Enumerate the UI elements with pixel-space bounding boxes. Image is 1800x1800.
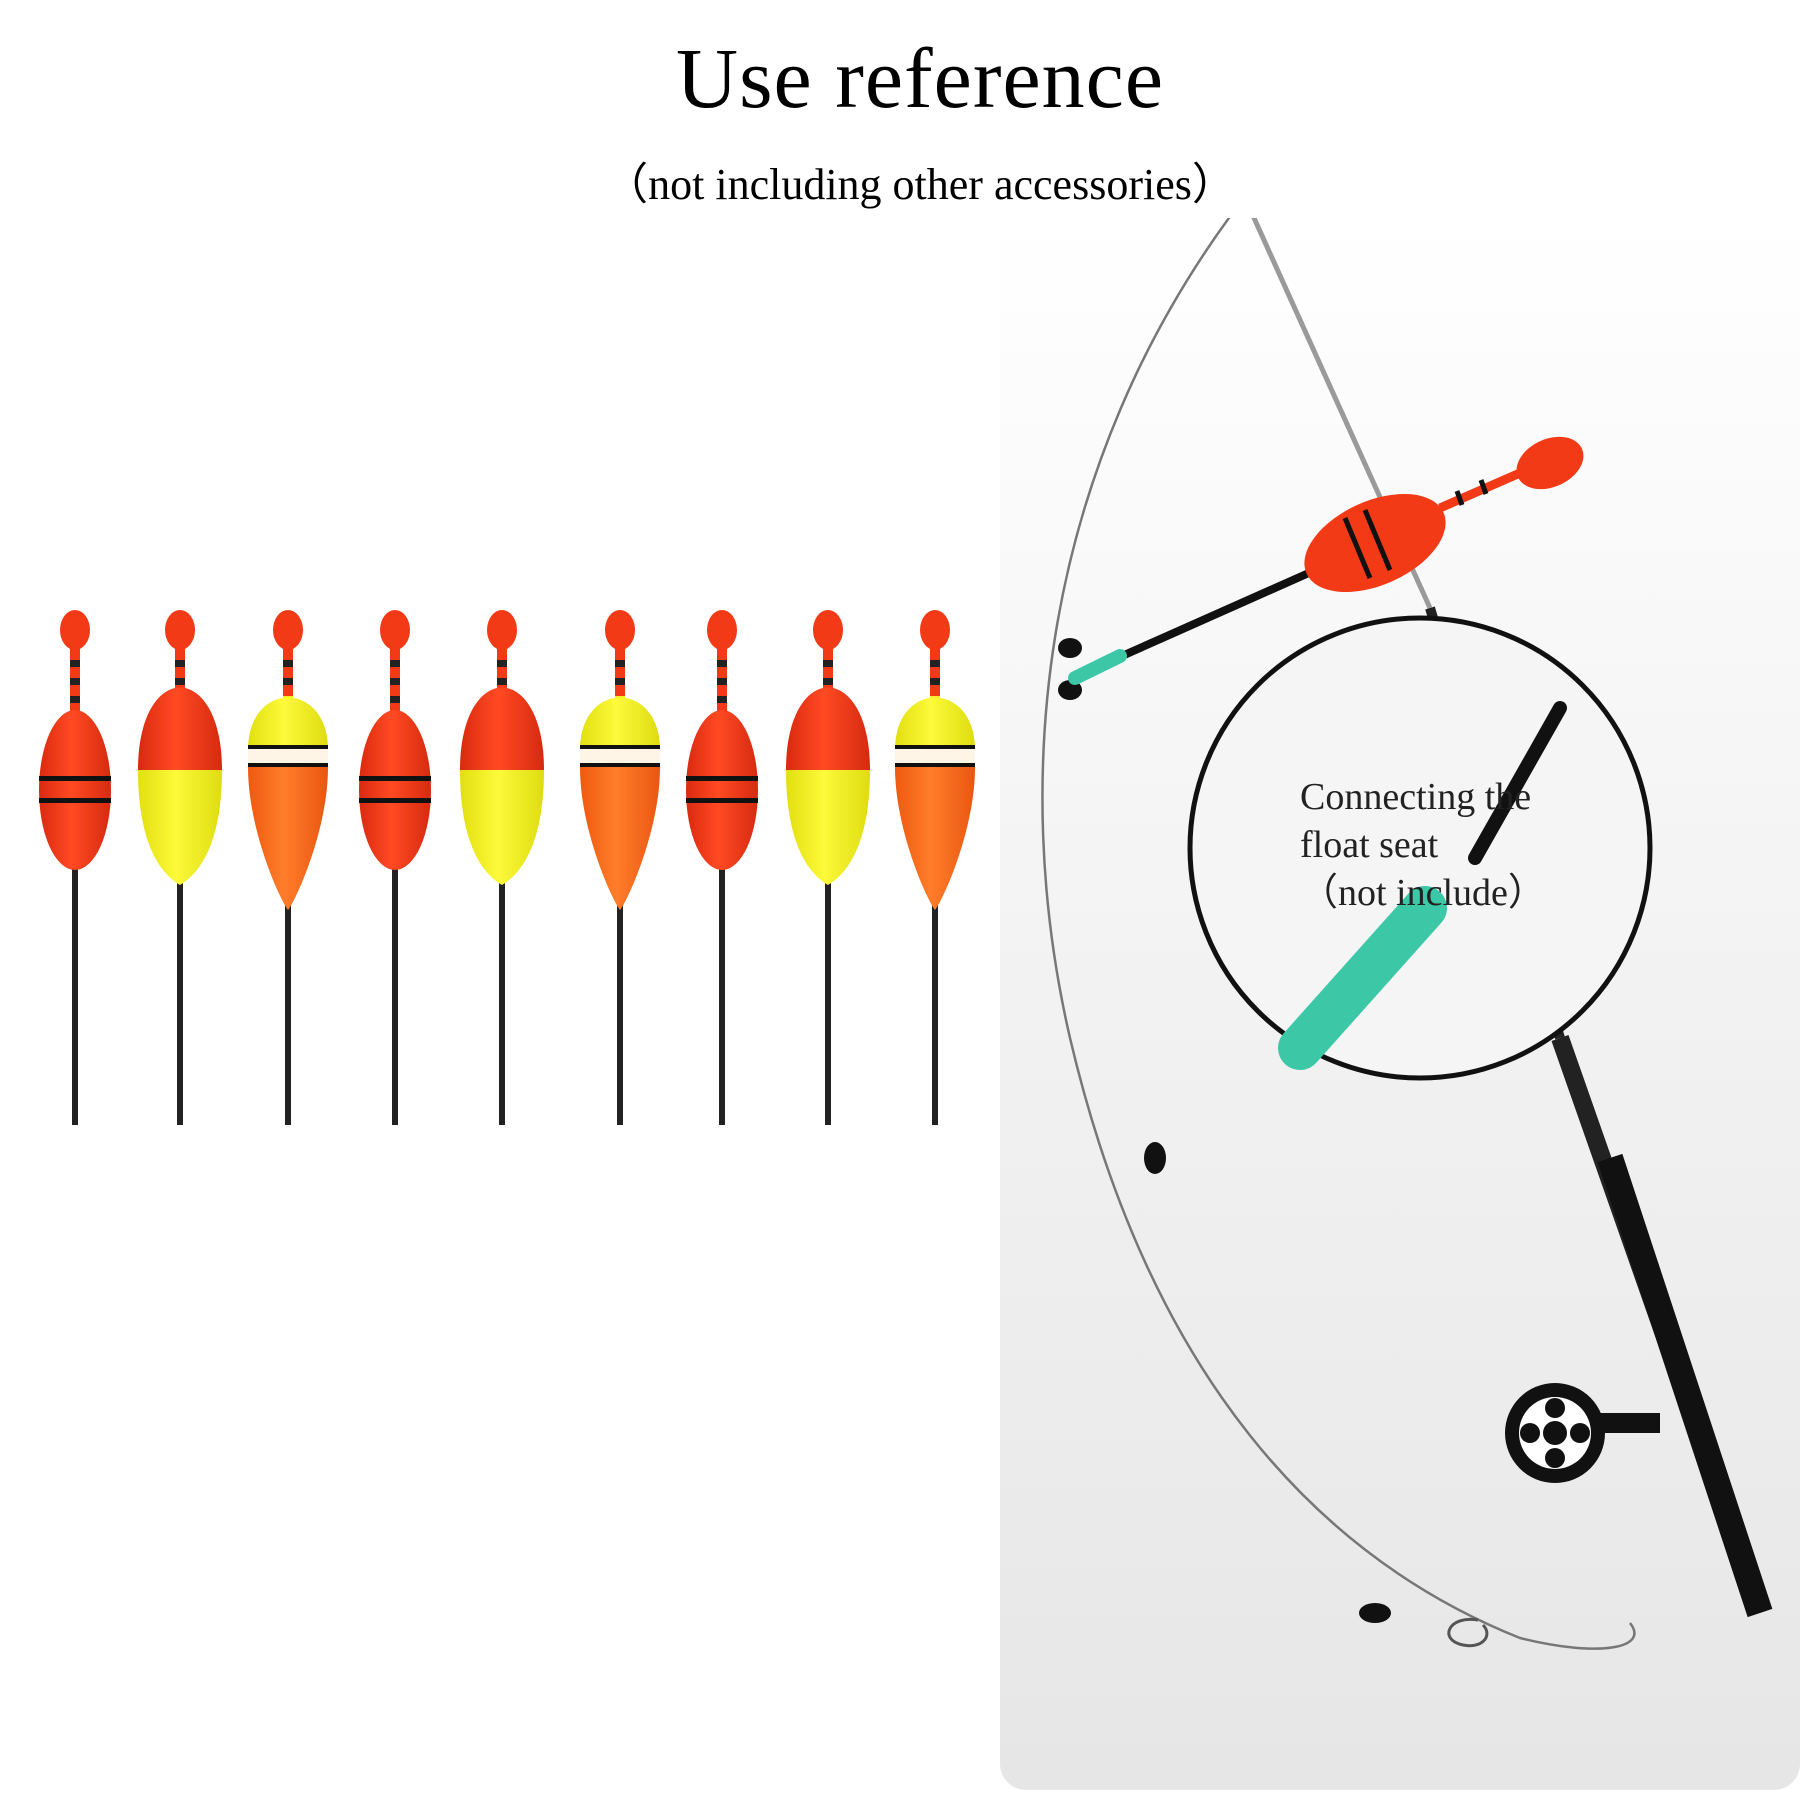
callout-line-2: float seat <box>1300 824 1439 866</box>
float-6 <box>580 610 660 1125</box>
float-5 <box>460 610 544 1125</box>
sinker <box>1058 638 1082 658</box>
float-8 <box>786 610 870 1125</box>
float-in-use <box>1068 436 1584 685</box>
sinker <box>1359 1603 1391 1623</box>
rod-illustration <box>1041 218 1773 1650</box>
reel-icon <box>1505 1383 1660 1483</box>
callout-label: Connecting the float seat （not include） <box>1300 773 1600 917</box>
float-seat-zoom <box>1278 886 1447 1070</box>
float-9 <box>895 610 975 1125</box>
float-7 <box>686 610 758 1125</box>
magnifier-circle <box>1187 615 1653 1081</box>
float-4 <box>359 610 431 1125</box>
callout-line-1: Connecting the <box>1300 776 1532 818</box>
usage-reference-panel: Connecting the float seat （not include） <box>1000 218 1800 1790</box>
page-title: Use reference <box>675 30 1164 126</box>
float-3 <box>248 610 328 1125</box>
fishing-line <box>1041 218 1636 1650</box>
float-set-illustration <box>39 610 975 1125</box>
float-stem-zoom <box>1468 701 1567 865</box>
float-2 <box>138 610 222 1125</box>
page-subtitle: （not including other accessories） <box>604 160 1236 209</box>
float-1 <box>39 610 111 1125</box>
sinker <box>1058 680 1082 700</box>
rod-handle <box>1597 1153 1773 1618</box>
sinker <box>1144 1142 1166 1174</box>
callout-line-3: （not include） <box>1300 872 1546 914</box>
hook-icon <box>1447 1617 1489 1648</box>
